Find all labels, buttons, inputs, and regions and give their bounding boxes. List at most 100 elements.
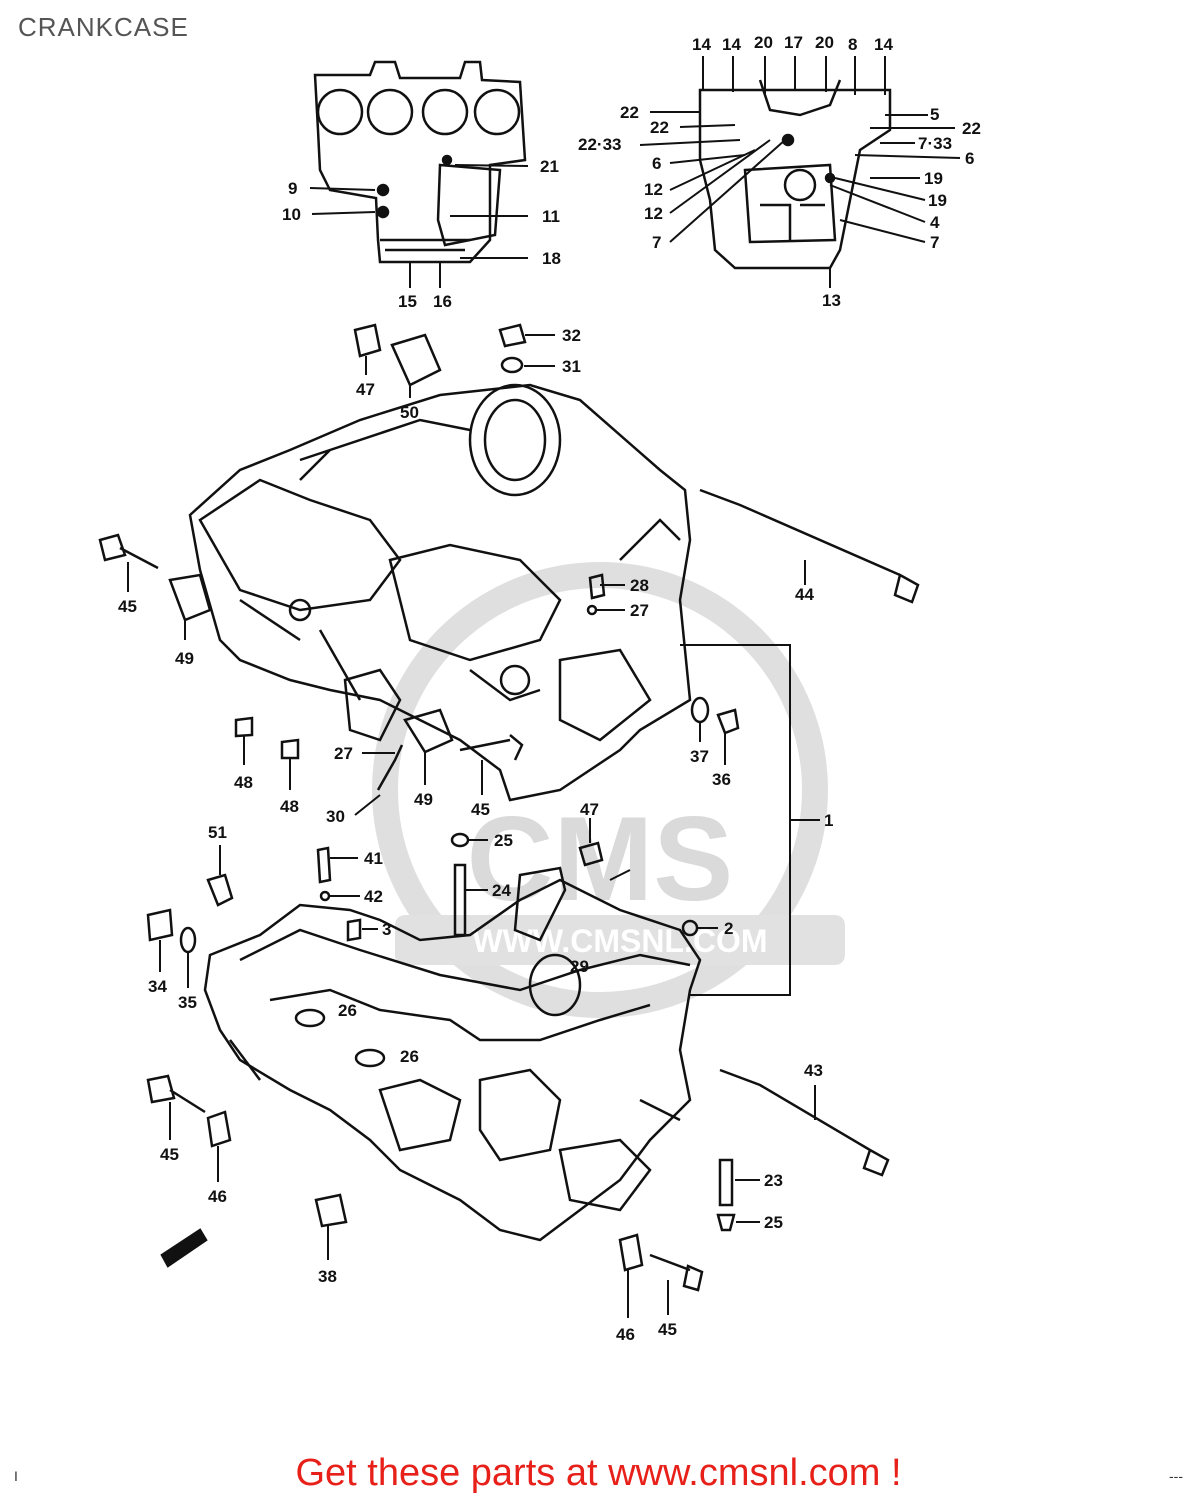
part-45-lower-left [146,1074,206,1114]
callout-30: 30 [326,807,345,826]
callout-19-b: 19 [928,191,947,210]
part-36 [716,708,740,735]
watermark: CMS WWW.CMSNL.COM [372,562,845,1018]
lower-crankcase-inset [698,79,892,270]
callout-27-b: 27 [334,744,353,763]
watermark-url: WWW.CMSNL.COM [472,923,767,959]
part-25-lower [716,1213,736,1232]
callout-43: 43 [804,1061,823,1080]
page-title: CRANKCASE [18,12,189,42]
callout-8: 8 [848,35,857,54]
part-37 [690,696,710,724]
part-45-mid [459,734,524,761]
callout-22-c: 22 [962,119,981,138]
part-25-top [450,832,470,848]
part-35 [179,926,197,954]
callout-42: 42 [364,887,383,906]
callout-47-top: 47 [356,380,375,399]
callout-19-a: 19 [924,169,943,188]
callout-1: 1 [824,811,833,830]
callout-6-a: 6 [652,154,661,173]
callout-36: 36 [712,770,731,789]
callout-48-b: 48 [280,797,299,816]
callout-16: 16 [433,292,452,311]
callout-14-c: 14 [874,35,893,54]
footer-left-mark: I [14,1468,18,1484]
callout-45-left: 45 [118,597,137,616]
callout-41: 41 [364,849,383,868]
callout-13: 13 [822,291,841,310]
part-23 [718,1158,734,1207]
callout-25-lower: 25 [764,1213,783,1232]
part-48-a [234,716,254,738]
callout-50: 50 [400,403,419,422]
part-45-left [98,533,159,570]
callout-45-lower-left: 45 [160,1145,179,1164]
part-47-lower [578,841,604,867]
callout-21: 21 [540,157,559,176]
callout-34: 34 [148,977,167,996]
callout-46-left: 46 [208,1187,227,1206]
part-28 [588,573,606,600]
callout-46-bottom: 46 [616,1325,635,1344]
part-46-left [206,1110,232,1148]
callout-22-a: 22 [620,103,639,122]
callout-22-b: 22 [650,118,669,137]
lower-crankcase [203,866,702,1242]
footer-right-mark: --- [1169,1468,1183,1484]
callout-2: 2 [724,919,733,938]
callout-49-left: 49 [175,649,194,668]
main-leaders [127,334,816,1318]
callout-23: 23 [764,1171,783,1190]
part-3 [346,918,362,942]
part-44 [699,488,920,604]
watermark-url-band [395,915,845,965]
part-50 [390,333,442,387]
lower-inset-leaders [639,56,961,288]
callout-27-a: 27 [630,601,649,620]
callout-35: 35 [178,993,197,1012]
footer-link[interactable]: Get these parts at www.cmsnl.com ! [295,1452,902,1494]
callout-3: 3 [382,920,391,939]
callout-48-a: 48 [234,773,253,792]
callout-29: 29 [570,957,589,976]
callout-10: 10 [282,205,301,224]
assembly-bracket [680,644,820,996]
part-30 [376,744,404,791]
callout-45-mid: 45 [471,800,490,819]
callout-24: 24 [492,881,511,900]
part-45-bottom [649,1253,704,1292]
callout-5: 5 [930,105,939,124]
callout-12-b: 12 [644,204,663,223]
callout-9: 9 [288,179,297,198]
callout-28: 28 [630,576,649,595]
callout-18: 18 [542,249,561,268]
part-46-bottom [618,1233,644,1272]
callout-20-a: 20 [754,33,773,52]
callout-7-b: 7 [930,233,939,252]
callout-26-b: 26 [400,1047,419,1066]
callout-14-b: 14 [722,35,741,54]
callout-26-a: 26 [338,1001,357,1020]
part-32 [498,323,527,348]
callout-47-lower: 47 [580,800,599,819]
callout-37: 37 [690,747,709,766]
watermark-brand: CMS [467,792,734,926]
callout-38: 38 [318,1267,337,1286]
callout-49-mid: 49 [414,790,433,809]
upper-crankcase [188,383,692,802]
part-49-mid [403,708,454,754]
callout-17: 17 [784,33,803,52]
callout-32: 32 [562,326,581,345]
part-27 [586,604,598,616]
callout-4: 4 [930,213,940,232]
upper-crankcase-inset [313,60,527,264]
callout-7-a: 7 [652,233,661,252]
part-38 [314,1193,348,1228]
part-51 [206,873,234,907]
part-42 [319,890,331,902]
callout-11: 11 [542,207,560,226]
part-24 [453,863,467,937]
part-48-b [280,738,300,760]
